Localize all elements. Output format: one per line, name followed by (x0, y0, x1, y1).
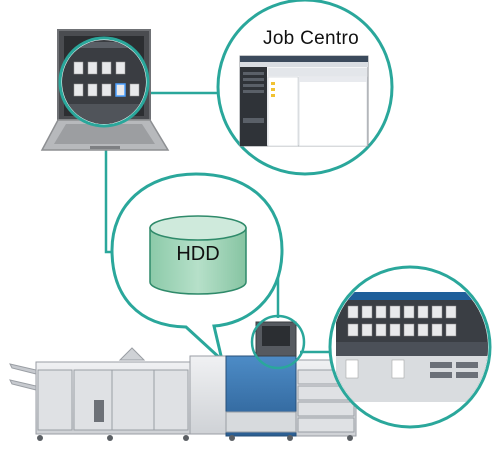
printer-icon (9, 321, 357, 441)
hdd-cylinder-icon (149, 215, 247, 295)
control-panel-zoom (328, 265, 492, 429)
hdd-label: HDD (176, 243, 220, 265)
laptop-screen-zoom (58, 36, 150, 128)
hdd-bubble (110, 172, 284, 365)
job-centro-label: Job Centro (263, 28, 359, 49)
job-centro-zoom (216, 0, 394, 176)
printer-panel-ring (250, 314, 306, 370)
job-centro-window (239, 55, 369, 147)
